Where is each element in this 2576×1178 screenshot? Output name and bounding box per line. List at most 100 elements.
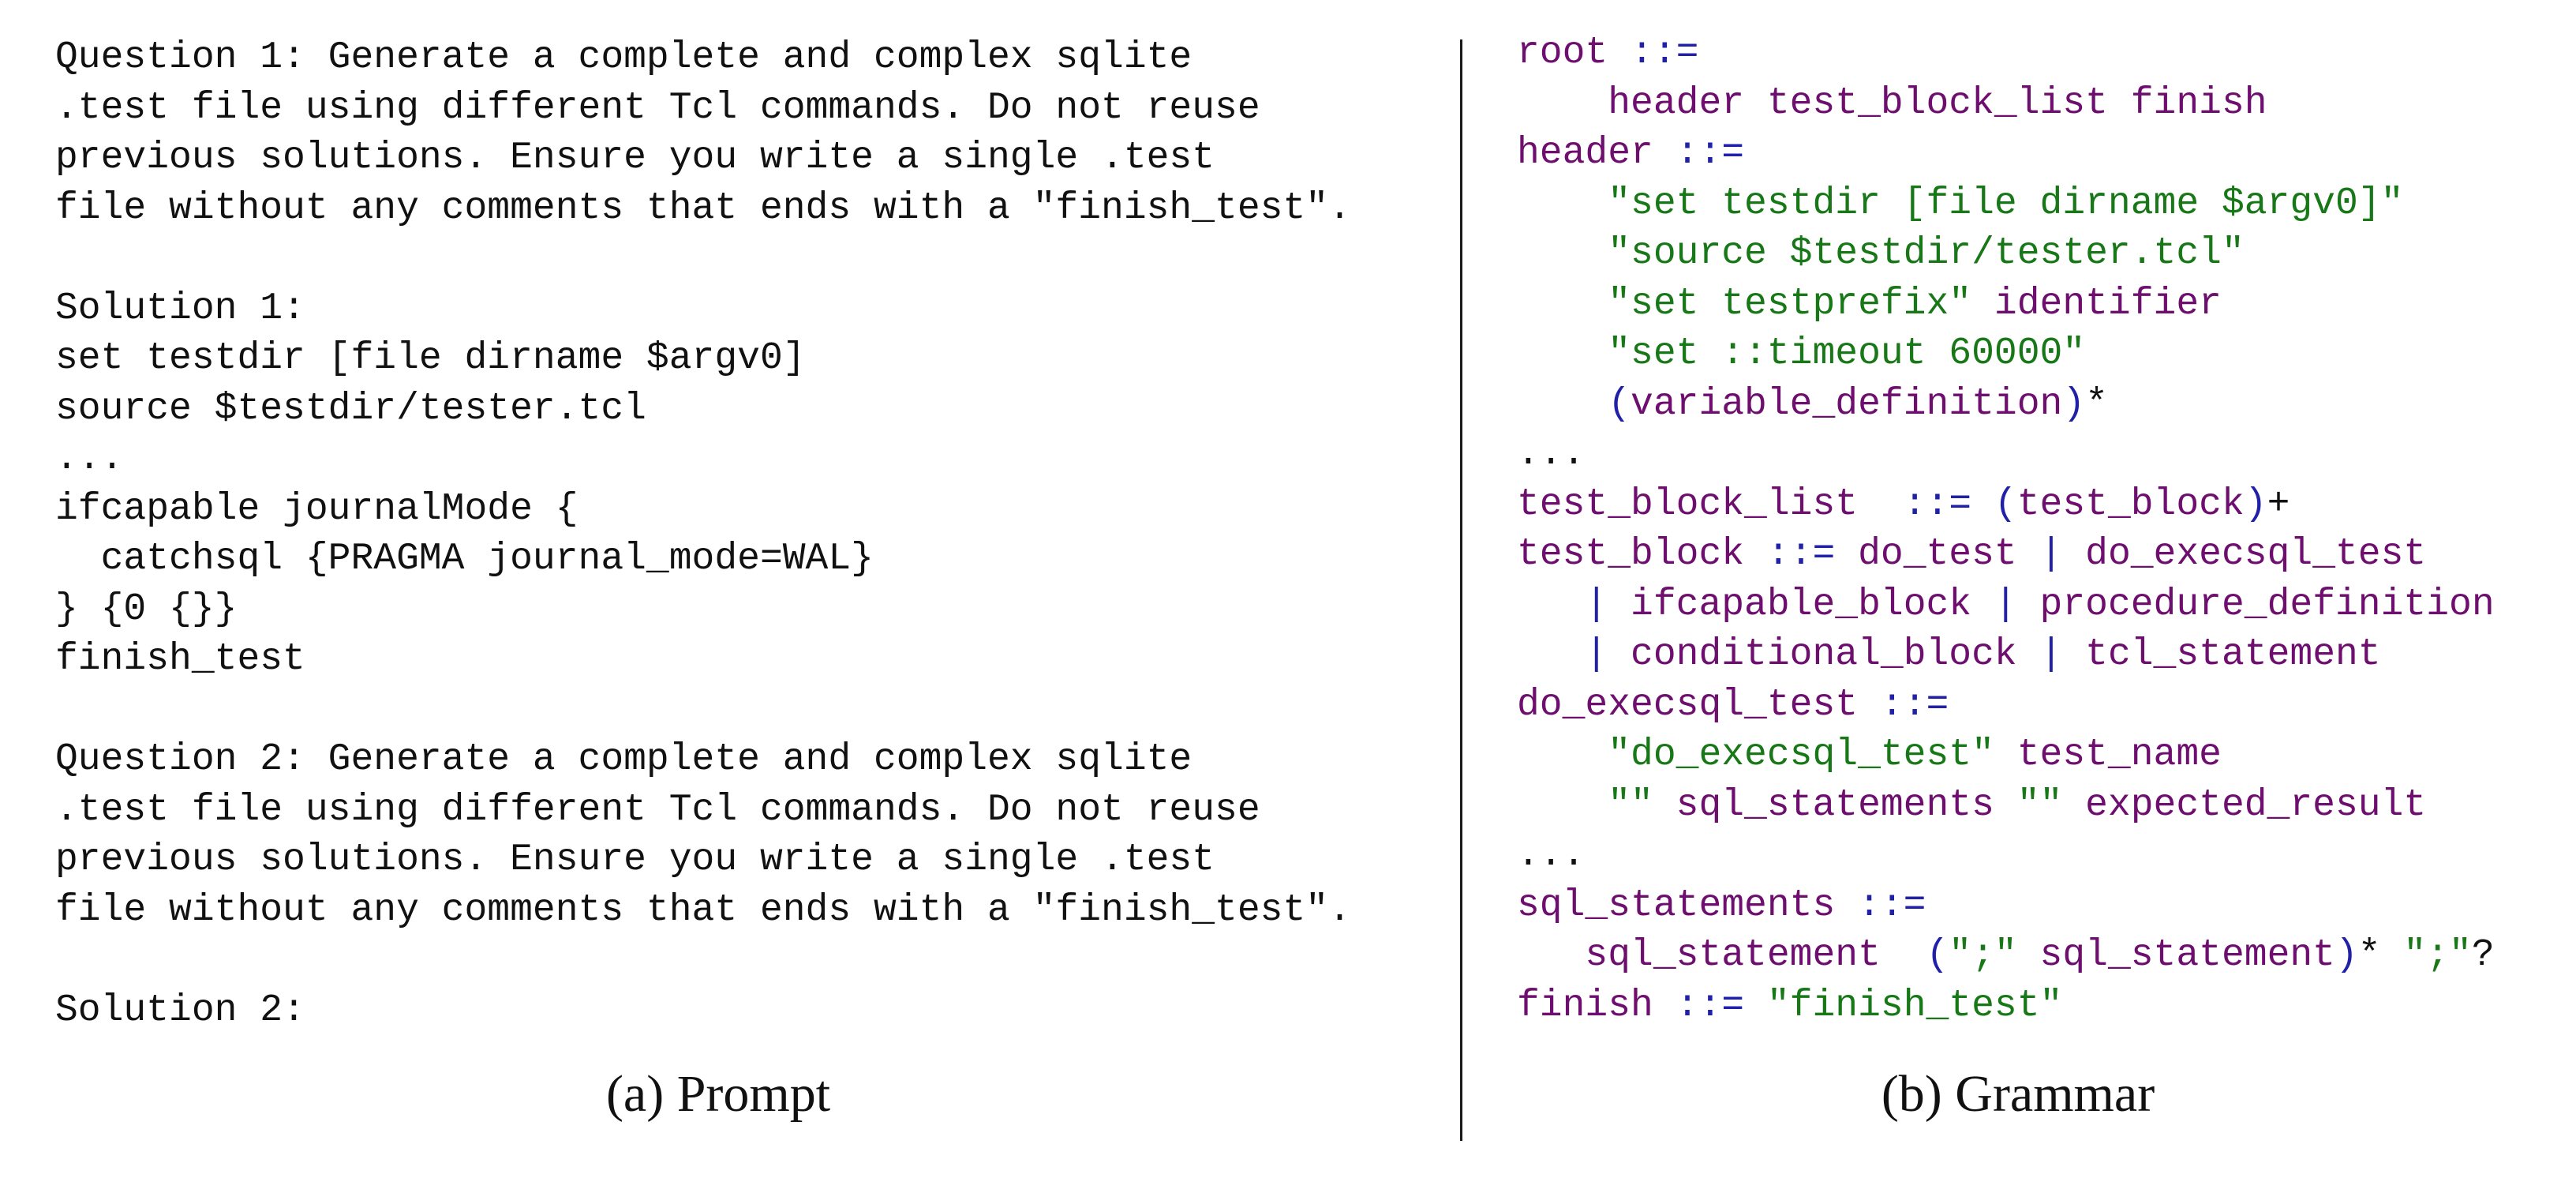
grammar-token: ) [2062, 382, 2086, 426]
grammar-token: sql_statement [1517, 934, 1926, 977]
grammar-token: ::= [1744, 533, 1859, 576]
grammar-token: ) [2244, 482, 2267, 526]
grammar-token: conditional_block [1631, 633, 2017, 676]
grammar-token: test_block [2016, 482, 2245, 526]
grammar-token: ::= [1653, 132, 1745, 174]
grammar-token: | [2016, 633, 2086, 676]
prompt-caption: (a) Prompt [605, 1065, 831, 1123]
grammar-token: | [1517, 583, 1631, 626]
prompt-line: file without any comments that ends with… [55, 186, 1351, 230]
grammar-token: + [2267, 482, 2290, 526]
grammar-token: ... [1517, 433, 1586, 475]
grammar-token: "set testdir [file dirname $argv0]" [1517, 182, 2404, 225]
grammar-line: sql_statements ::= [1517, 881, 2495, 932]
grammar-line: "set testdir [file dirname $argv0]" [1517, 179, 2495, 230]
grammar-token: expected_result [2062, 783, 2427, 827]
grammar-token: ::= [1608, 32, 1699, 74]
prompt-line: Solution 2: [55, 989, 305, 1032]
prompt-code-block: Question 1: Generate a complete and comp… [55, 33, 1351, 1036]
prompt-line: Solution 1: [55, 287, 305, 330]
grammar-line: test_block ::= do_test | do_execsql_test [1517, 530, 2495, 580]
grammar-token: header test_block_list finish [1517, 81, 2267, 125]
grammar-token: ::= [1653, 984, 1767, 1027]
grammar-token: tcl_statement [2085, 633, 2381, 676]
grammar-token: "set testprefix" [1517, 282, 1972, 325]
grammar-line: sql_statement (";" sql_statement)* ";"? [1517, 931, 2494, 981]
grammar-token: | [1971, 583, 2040, 626]
grammar-line: | conditional_block | tcl_statement [1517, 630, 2495, 681]
prompt-line: previous solutions. Ensure you write a s… [55, 137, 1215, 179]
prompt-line: file without any comments that ends with… [55, 888, 1351, 932]
grammar-line: ... [1517, 430, 2495, 480]
grammar-line: "source $testdir/tester.tcl" [1517, 229, 2495, 279]
grammar-line: header ::= [1517, 129, 2495, 179]
grammar-token: ( [1517, 382, 1631, 426]
prompt-line [55, 936, 1351, 986]
grammar-token: variable_definition [1631, 382, 2063, 426]
grammar-line: ... [1517, 831, 2495, 881]
grammar-token: header [1517, 132, 1653, 174]
grammar-token: do_execsql_test [1517, 683, 1859, 726]
grammar-token: ::= [1835, 884, 1926, 927]
grammar-token: ";" [1949, 934, 2017, 977]
prompt-line: finish_test [55, 638, 305, 681]
prompt-line: previous solutions. Ensure you write a s… [55, 838, 1215, 881]
grammar-line: "set ::timeout 60000" [1517, 329, 2495, 380]
grammar-token: ... [1517, 834, 1586, 876]
prompt-line: catchsql {PRAGMA journal_mode=WAL} [55, 538, 874, 580]
prompt-line: source $testdir/tester.tcl [55, 387, 646, 430]
grammar-line: header test_block_list finish [1517, 79, 2495, 129]
grammar-token: "source $testdir/tester.tcl" [1517, 232, 2245, 275]
prompt-line: ifcapable journalMode { [55, 487, 578, 531]
grammar-token: ( [1926, 934, 1949, 977]
grammar-token: ifcapable_block [1631, 583, 1972, 626]
grammar-token: do_execsql_test [2085, 533, 2427, 576]
grammar-token: test_block_list [1517, 482, 1859, 526]
grammar-token: ::= ( [1858, 482, 2017, 526]
grammar-line: test_block_list ::= (test_block)+ [1517, 480, 2495, 531]
grammar-token: | [1517, 633, 1631, 676]
grammar-token: sql_statements [1517, 884, 1836, 927]
grammar-token: "" [2016, 783, 2063, 827]
grammar-token: test_block [1517, 533, 1745, 576]
grammar-token: "finish_test" [1766, 984, 2063, 1027]
prompt-line: } {0 {}} [55, 587, 238, 631]
prompt-line: Question 1: Generate a complete and comp… [55, 36, 1193, 79]
prompt-line [55, 234, 1351, 284]
grammar-token: finish [1517, 984, 1653, 1027]
grammar-token: identifier [1971, 282, 2222, 325]
prompt-line [55, 685, 1351, 736]
grammar-line: "set testprefix" identifier [1517, 279, 2495, 330]
grammar-token: "set ::timeout 60000" [1517, 332, 2086, 375]
prompt-line: Question 2: Generate a complete and comp… [55, 738, 1193, 781]
prompt-line: set testdir [file dirname $argv0] [55, 337, 806, 380]
grammar-token: do_test [1858, 533, 2017, 576]
grammar-token: sql_statements [1653, 783, 2017, 827]
grammar-line: do_execsql_test ::= [1517, 681, 2495, 731]
grammar-token: sql_statement [2016, 934, 2335, 977]
grammar-line: (variable_definition)* [1517, 380, 2495, 430]
grammar-line: "do_execsql_test" test_name [1517, 730, 2495, 781]
grammar-token: ";" [2403, 934, 2472, 977]
prompt-line: ... [55, 437, 124, 480]
grammar-line: finish ::= "finish_test" [1517, 981, 2495, 1032]
grammar-token: ) [2334, 934, 2358, 977]
grammar-token: procedure_definition [2039, 583, 2495, 626]
grammar-line: | ifcapable_block | procedure_definition [1517, 580, 2495, 631]
prompt-panel: Question 1: Generate a complete and comp… [55, 33, 1351, 1123]
grammar-token: "do_execsql_test" [1517, 733, 1994, 776]
grammar-token: ::= [1858, 683, 1949, 726]
grammar-token: "" [1517, 783, 1653, 827]
panel-divider [1460, 39, 1462, 1141]
grammar-token: | [2016, 533, 2086, 576]
grammar-caption: (b) Grammar [1881, 1065, 2155, 1123]
prompt-line: .test file using different Tcl commands.… [55, 788, 1260, 831]
grammar-token: test_name [1994, 733, 2222, 776]
grammar-token: * [2085, 382, 2108, 426]
grammar-token: root [1517, 32, 1608, 74]
grammar-line: root ::= [1517, 28, 2495, 79]
grammar-token: * [2357, 934, 2404, 977]
grammar-line: "" sql_statements "" expected_result [1517, 781, 2495, 831]
